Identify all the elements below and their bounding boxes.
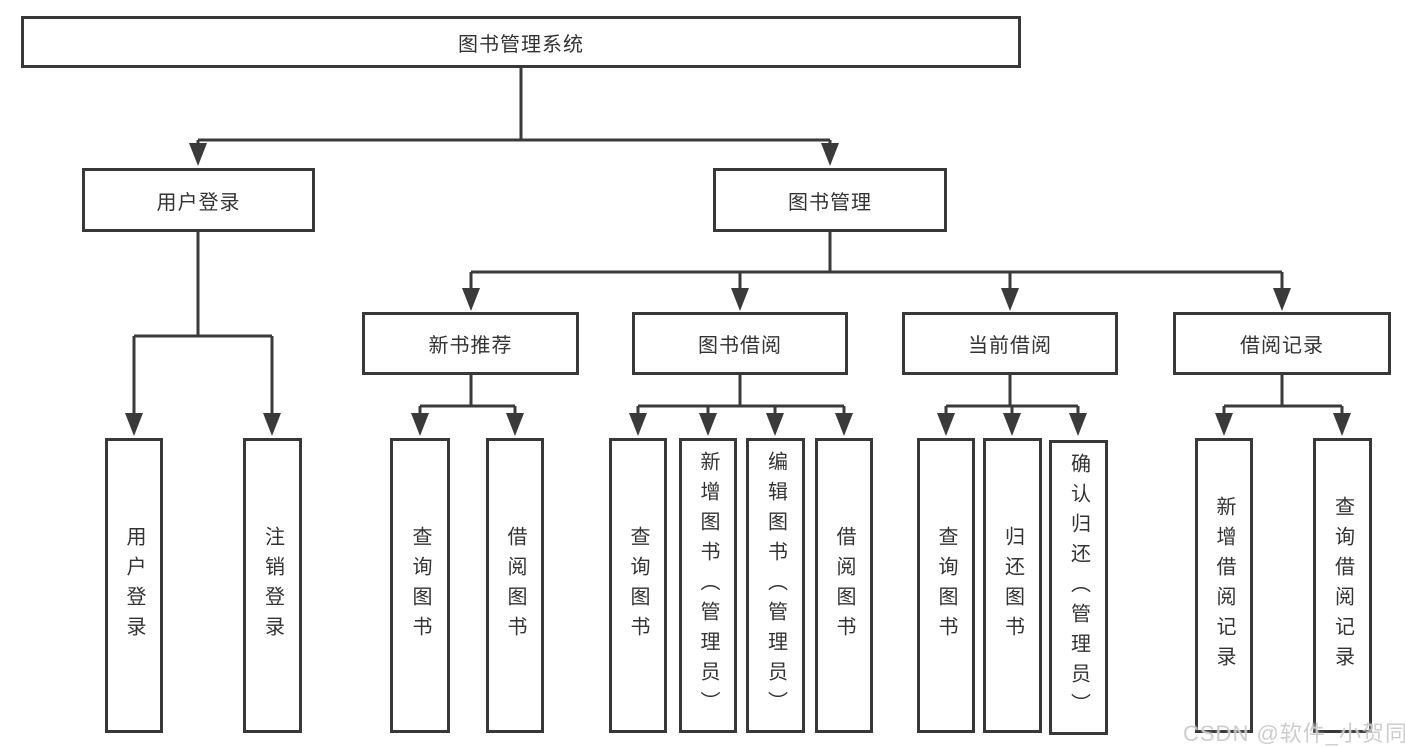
watermark: CSDN @软件_小贺同学 — [1183, 721, 1405, 746]
node-book-management: 图书管理 — [713, 168, 947, 232]
node-label: 新书推荐 — [428, 335, 513, 357]
node-label: 借阅图书 — [833, 525, 855, 646]
node-current-borrowing: 当前借阅 — [902, 312, 1118, 375]
node-label: 确认归还（管理员） — [1067, 452, 1090, 723]
node-borrow-records: 借阅记录 — [1173, 312, 1391, 375]
node-leaf-query-borrow-record: 查询借阅记录 — [1313, 438, 1372, 733]
node-leaf-query-books-borrowing: 查询图书 — [609, 438, 667, 733]
node-leaf-query-books-current: 查询图书 — [917, 438, 975, 733]
node-label: 新增借阅记录 — [1213, 495, 1235, 676]
node-label: 新增图书（管理员） — [697, 450, 719, 721]
node-library-system: 图书管理系统 — [21, 16, 1021, 68]
node-label: 图书借阅 — [698, 335, 782, 357]
node-label: 当前借阅 — [968, 335, 1052, 357]
node-label: 查询图书 — [935, 525, 957, 646]
node-leaf-edit-book-admin: 编辑图书（管理员） — [746, 438, 805, 733]
node-label: 借阅图书 — [504, 525, 526, 646]
node-leaf-confirm-return-admin: 确认归还（管理员） — [1049, 440, 1108, 735]
node-label: 用户登录 — [123, 525, 145, 646]
node-user-login: 用户登录 — [82, 168, 315, 232]
node-new-book-recommend: 新书推荐 — [362, 312, 579, 375]
node-leaf-add-book-admin: 新增图书（管理员） — [679, 438, 737, 733]
node-leaf-borrow-books: 借阅图书 — [815, 438, 873, 733]
node-label: 图书管理系统 — [458, 33, 584, 56]
node-label: 图书管理 — [788, 191, 872, 214]
node-label: 查询图书 — [627, 525, 649, 646]
node-label: 用户登录 — [156, 191, 241, 214]
node-leaf-query-books-recommend: 查询图书 — [390, 438, 450, 733]
node-label: 查询借阅记录 — [1331, 495, 1354, 676]
node-label: 注销登录 — [261, 525, 284, 646]
node-label: 借阅记录 — [1240, 335, 1324, 357]
node-label: 编辑图书（管理员） — [764, 450, 787, 721]
node-leaf-add-borrow-record: 新增借阅记录 — [1195, 438, 1253, 733]
node-label: 归还图书 — [1001, 525, 1024, 646]
node-leaf-logout: 注销登录 — [243, 438, 302, 733]
node-leaf-return-books: 归还图书 — [983, 438, 1042, 733]
node-book-borrowing: 图书借阅 — [632, 312, 848, 375]
node-leaf-user-login: 用户登录 — [105, 438, 163, 733]
node-leaf-borrow-books-recommend: 借阅图书 — [486, 438, 544, 733]
node-label: 查询图书 — [409, 525, 431, 646]
